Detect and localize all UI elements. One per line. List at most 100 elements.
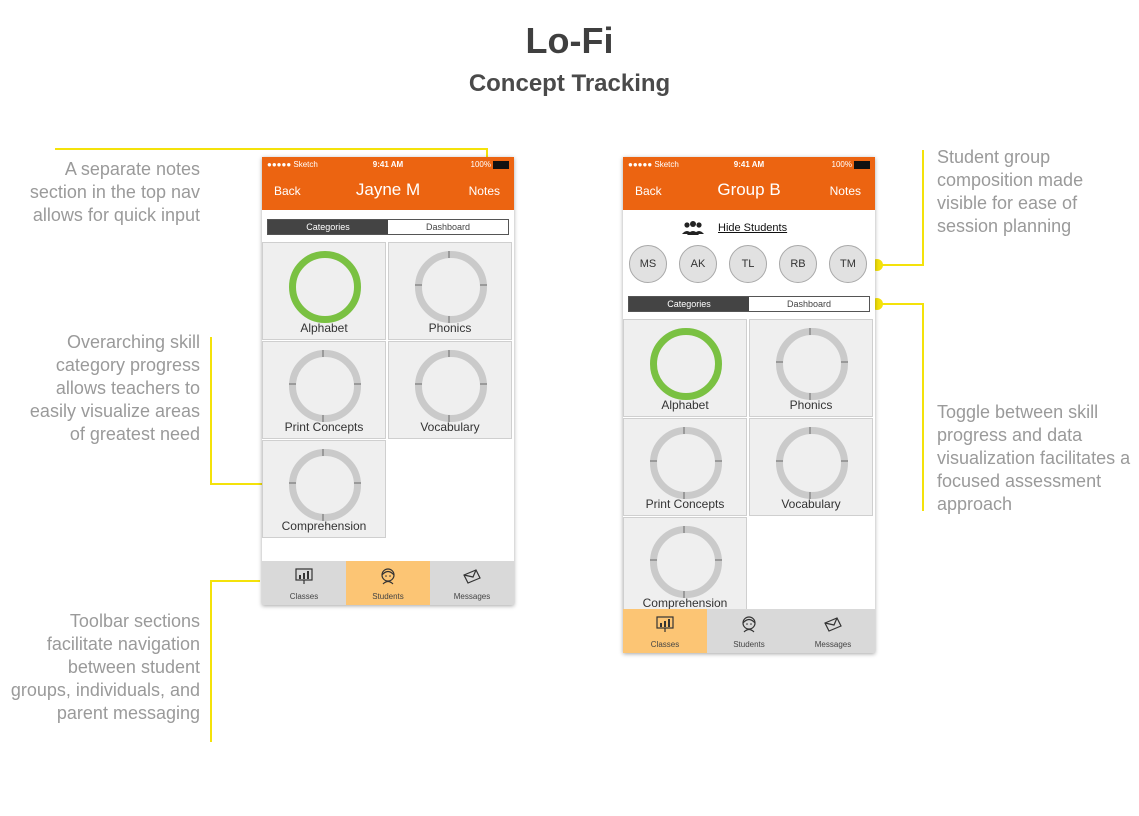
page-title: Lo-Fi — [525, 20, 614, 61]
page-subtitle: Concept Tracking — [468, 70, 671, 97]
progress-ring — [776, 328, 848, 400]
category-label: Alphabet — [661, 398, 709, 412]
clock: 9:41 AM — [733, 160, 765, 169]
category-tile-print-concepts[interactable]: Print Concepts — [262, 341, 386, 439]
tab-dashboard[interactable]: Dashboard — [749, 297, 869, 311]
phone-group-view: ●●●●● Sketch 9:41 AM 100% Back Group B N… — [623, 157, 875, 653]
tab-classes[interactable]: Classes — [623, 609, 707, 653]
category-label: Print Concepts — [645, 497, 725, 511]
nav-bar: ●●●●● Sketch 9:41 AM 100% Back Jayne M N… — [262, 157, 514, 210]
carrier-label: ●●●●● Sketch — [628, 160, 679, 169]
callout-line — [210, 580, 212, 742]
category-tile-vocabulary[interactable]: Vocabulary — [388, 341, 512, 439]
battery-indicator: 100% — [471, 160, 509, 169]
category-tile-comprehension[interactable]: Comprehension — [623, 517, 747, 615]
category-tile-print-concepts[interactable]: Print Concepts — [623, 418, 747, 516]
category-label: Print Concepts — [284, 420, 364, 434]
category-label: Comprehension — [281, 519, 367, 533]
progress-ring — [289, 350, 361, 422]
category-tile-vocabulary[interactable]: Vocabulary — [749, 418, 873, 516]
status-bar: ●●●●● Sketch 9:41 AM 100% — [267, 160, 509, 172]
hide-students-link[interactable]: Hide Students — [718, 222, 788, 234]
tab-label: Students — [372, 592, 404, 601]
envelope-icon — [824, 617, 842, 632]
annotation-progress: Overarching skill category progress allo… — [29, 332, 200, 444]
battery-percent: 100% — [831, 160, 852, 169]
student-avatar[interactable]: AK — [679, 245, 717, 283]
student-avatar[interactable]: MS — [629, 245, 667, 283]
student-face-icon — [381, 568, 395, 585]
student-face-icon — [742, 616, 756, 633]
category-tile-comprehension[interactable]: Comprehension — [262, 440, 386, 538]
category-label: Vocabulary — [420, 420, 480, 434]
envelope-icon — [463, 569, 481, 584]
category-tile-phonics[interactable]: Phonics — [749, 319, 873, 417]
tab-dashboard[interactable]: Dashboard — [388, 220, 508, 234]
callout-line — [55, 148, 488, 150]
battery-percent: 100% — [470, 160, 491, 169]
category-label: Phonics — [428, 321, 472, 335]
progress-ring — [776, 427, 848, 499]
tab-students[interactable]: Students — [346, 561, 430, 605]
progress-ring — [289, 449, 361, 521]
battery-indicator: 100% — [832, 160, 870, 169]
annotation-toggle: Toggle between skill progress and data v… — [937, 402, 1131, 514]
status-bar: ●●●●● Sketch 9:41 AM 100% — [628, 160, 870, 172]
tab-classes[interactable]: Classes — [262, 561, 346, 605]
classes-board-icon — [295, 568, 313, 584]
nav-bar: ●●●●● Sketch 9:41 AM 100% Back Group B N… — [623, 157, 875, 210]
tab-bar: Classes Students Messages — [623, 609, 875, 653]
view-toggle: Categories Dashboard — [628, 296, 870, 312]
student-avatar[interactable]: TM — [829, 245, 867, 283]
progress-ring — [415, 251, 487, 323]
progress-ring — [650, 526, 722, 598]
category-tile-alphabet[interactable]: Alphabet — [623, 319, 747, 417]
student-avatar[interactable]: TL — [729, 245, 767, 283]
callout-line — [922, 303, 924, 511]
progress-ring — [289, 251, 361, 323]
callout-line — [877, 303, 924, 305]
callout-line — [210, 580, 260, 582]
progress-ring — [415, 350, 487, 422]
tab-categories[interactable]: Categories — [629, 297, 749, 311]
callout-line — [210, 483, 268, 485]
annotation-toolbar: Toolbar sections facilitate navigation b… — [10, 611, 200, 723]
phone-student-view: ●●●●● Sketch 9:41 AM 100% Back Jayne M N… — [262, 157, 514, 605]
tab-bar: Classes Students Messages — [262, 561, 514, 605]
annotation-notes: A separate notes section in the top nav … — [29, 159, 200, 225]
tab-categories[interactable]: Categories — [268, 220, 388, 234]
student-avatar[interactable]: RB — [779, 245, 817, 283]
tab-label: Students — [733, 640, 765, 649]
callout-line — [210, 337, 212, 485]
annotation-group: Student group composition made visible f… — [937, 147, 1084, 236]
battery-icon — [493, 160, 509, 169]
group-users-icon — [682, 221, 704, 235]
category-label: Phonics — [789, 398, 833, 412]
progress-ring — [650, 427, 722, 499]
tab-messages[interactable]: Messages — [791, 609, 875, 653]
view-toggle: Categories Dashboard — [267, 219, 509, 235]
tab-label: Messages — [814, 640, 852, 649]
notes-button[interactable]: Notes — [829, 184, 861, 198]
tab-students[interactable]: Students — [707, 609, 791, 653]
tab-messages[interactable]: Messages — [430, 561, 514, 605]
classes-board-icon — [656, 616, 674, 632]
progress-ring — [650, 328, 722, 400]
nav-title: Group B — [717, 180, 781, 199]
tab-label: Classes — [289, 592, 319, 601]
callout-line — [922, 150, 924, 266]
category-tile-phonics[interactable]: Phonics — [388, 242, 512, 340]
category-label: Comprehension — [642, 596, 728, 610]
clock: 9:41 AM — [372, 160, 404, 169]
category-label: Alphabet — [300, 321, 348, 335]
notes-button[interactable]: Notes — [468, 184, 500, 198]
tab-label: Messages — [453, 592, 491, 601]
back-button[interactable]: Back — [635, 184, 662, 198]
nav-title: Jayne M — [355, 180, 421, 199]
category-tile-alphabet[interactable]: Alphabet — [262, 242, 386, 340]
battery-icon — [854, 160, 870, 169]
tab-label: Classes — [650, 640, 680, 649]
back-button[interactable]: Back — [274, 184, 301, 198]
category-label: Vocabulary — [781, 497, 841, 511]
callout-line — [877, 264, 924, 266]
